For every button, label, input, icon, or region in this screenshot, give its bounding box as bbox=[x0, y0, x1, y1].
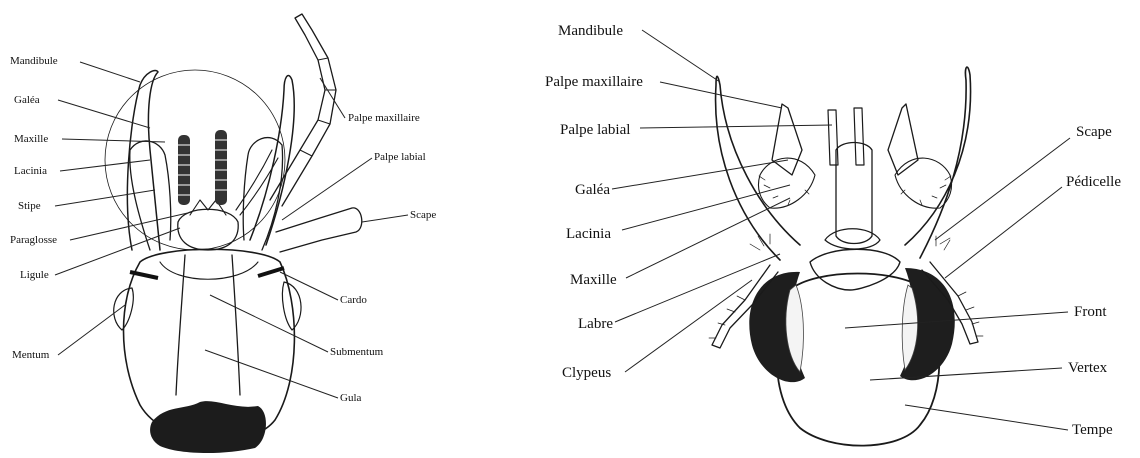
left-maxillary-palp bbox=[270, 14, 336, 206]
right-galea-left bbox=[758, 158, 815, 208]
right-mandible-left bbox=[716, 76, 800, 260]
right-maxillary-palp-right bbox=[888, 104, 918, 175]
left-outline-circle bbox=[105, 70, 285, 250]
right-label-galea: Galéa bbox=[575, 182, 610, 198]
left-label-mentum: Mentum bbox=[12, 349, 50, 361]
right-label-maxille: Maxille bbox=[570, 272, 617, 288]
right-lobe-hairs bbox=[759, 176, 951, 205]
right-label-palpe-maxillaire: Palpe maxillaire bbox=[545, 74, 643, 90]
left-mandible-right bbox=[250, 75, 294, 245]
left-label-submentum: Submentum bbox=[330, 346, 384, 358]
right-label-scape: Scape bbox=[1076, 124, 1112, 140]
left-labial-palp bbox=[236, 150, 278, 215]
left-head-illustration bbox=[105, 14, 362, 453]
right-antenna-right-hairs bbox=[958, 292, 983, 336]
left-label-galea: Galéa bbox=[14, 94, 40, 106]
left-lacinia-combs bbox=[178, 130, 227, 205]
left-label-lacinia: Lacinia bbox=[14, 165, 47, 177]
right-label-mandibule: Mandibule bbox=[558, 23, 623, 39]
right-galea-right bbox=[895, 158, 952, 208]
left-label-stipe: Stipe bbox=[18, 200, 41, 212]
left-label-mandibule: Mandibule bbox=[10, 55, 58, 67]
right-antenna-left-hairs bbox=[709, 296, 745, 338]
left-maxilla-right bbox=[243, 138, 282, 250]
right-label-tempe: Tempe bbox=[1072, 422, 1113, 438]
left-label-maxille: Maxille bbox=[14, 133, 48, 145]
left-label-ligule: Ligule bbox=[20, 269, 49, 281]
right-label-labre: Labre bbox=[578, 316, 613, 332]
right-clypeus bbox=[810, 249, 900, 290]
right-labial-palp-right bbox=[854, 108, 864, 165]
right-label-vertex: Vertex bbox=[1068, 360, 1108, 376]
left-label-paraglosse: Paraglosse bbox=[10, 234, 57, 246]
right-antenna-base-tufts bbox=[750, 234, 950, 250]
left-label-cardo: Cardo bbox=[340, 294, 367, 306]
left-label-scape: Scape bbox=[410, 209, 436, 221]
left-gula-stalk bbox=[176, 255, 240, 395]
left-label-gula: Gula bbox=[340, 392, 362, 404]
left-submentum-plate bbox=[160, 262, 258, 279]
right-label-palpe-labial: Palpe labial bbox=[560, 122, 630, 138]
left-label-palpe-labial: Palpe labial bbox=[374, 151, 426, 163]
right-label-pedicelle: Pédicelle bbox=[1066, 174, 1121, 190]
left-ligule bbox=[178, 209, 238, 250]
right-label-lacinia: Lacinia bbox=[566, 226, 611, 242]
right-label-clypeus: Clypeus bbox=[562, 365, 611, 381]
right-head-illustration bbox=[709, 67, 983, 446]
left-labels: Mandibule Galéa Maxille Lacinia Stipe Pa… bbox=[10, 55, 436, 404]
right-labels: Mandibule Palpe maxillaire Palpe labial … bbox=[545, 23, 1121, 438]
right-maxillary-palp-left bbox=[772, 104, 802, 175]
left-label-palpe-maxillaire: Palpe maxillaire bbox=[348, 112, 420, 124]
left-antenna-scape bbox=[276, 208, 362, 252]
right-label-front: Front bbox=[1074, 304, 1107, 320]
left-occipital-dark bbox=[150, 401, 266, 453]
